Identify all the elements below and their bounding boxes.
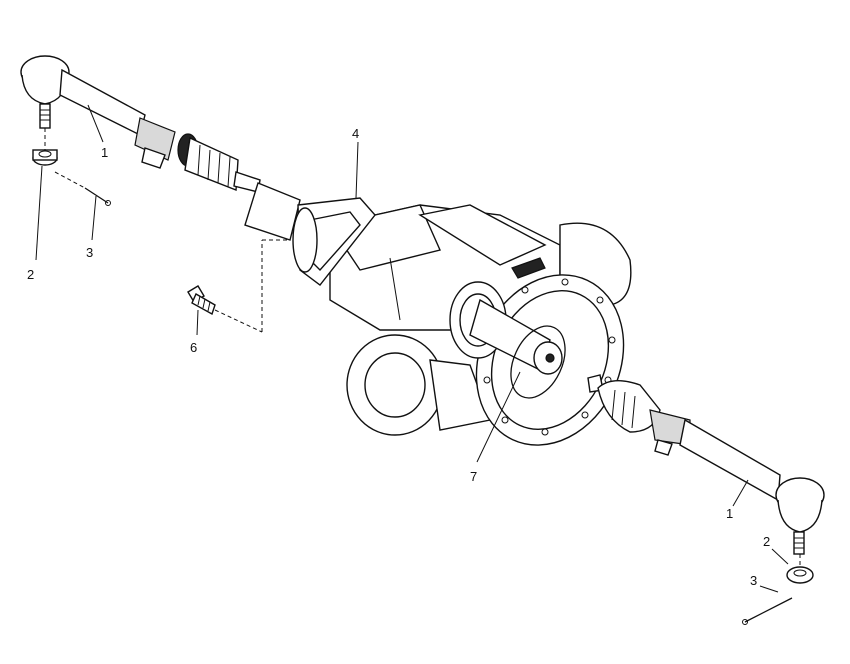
right-cotter-pin (742, 597, 793, 625)
o-ring (510, 325, 566, 399)
callout-6: 6 (190, 340, 197, 355)
bolt (187, 285, 216, 316)
left-cotter-pin (84, 187, 111, 206)
callout-2-left: 2 (27, 267, 34, 282)
callout-3-right: 3 (750, 573, 757, 588)
left-castle-nut (32, 149, 58, 166)
flange-bolt-holes (483, 278, 616, 436)
callout-1-right: 1 (726, 506, 733, 521)
axle-housing (328, 204, 632, 446)
callout-7: 7 (470, 469, 477, 484)
callout-2-right: 2 (763, 534, 770, 549)
callout-4: 4 (352, 126, 359, 141)
flange-plate (292, 197, 376, 286)
left-tie-rod-assembly (20, 55, 301, 241)
callout-1-left: 1 (101, 145, 108, 160)
right-castle-nut (786, 566, 814, 584)
assembly-guide-lines (44, 128, 801, 568)
leader-lines (35, 104, 789, 593)
right-tie-rod-assembly (587, 374, 825, 555)
callout-3-left: 3 (86, 245, 93, 260)
